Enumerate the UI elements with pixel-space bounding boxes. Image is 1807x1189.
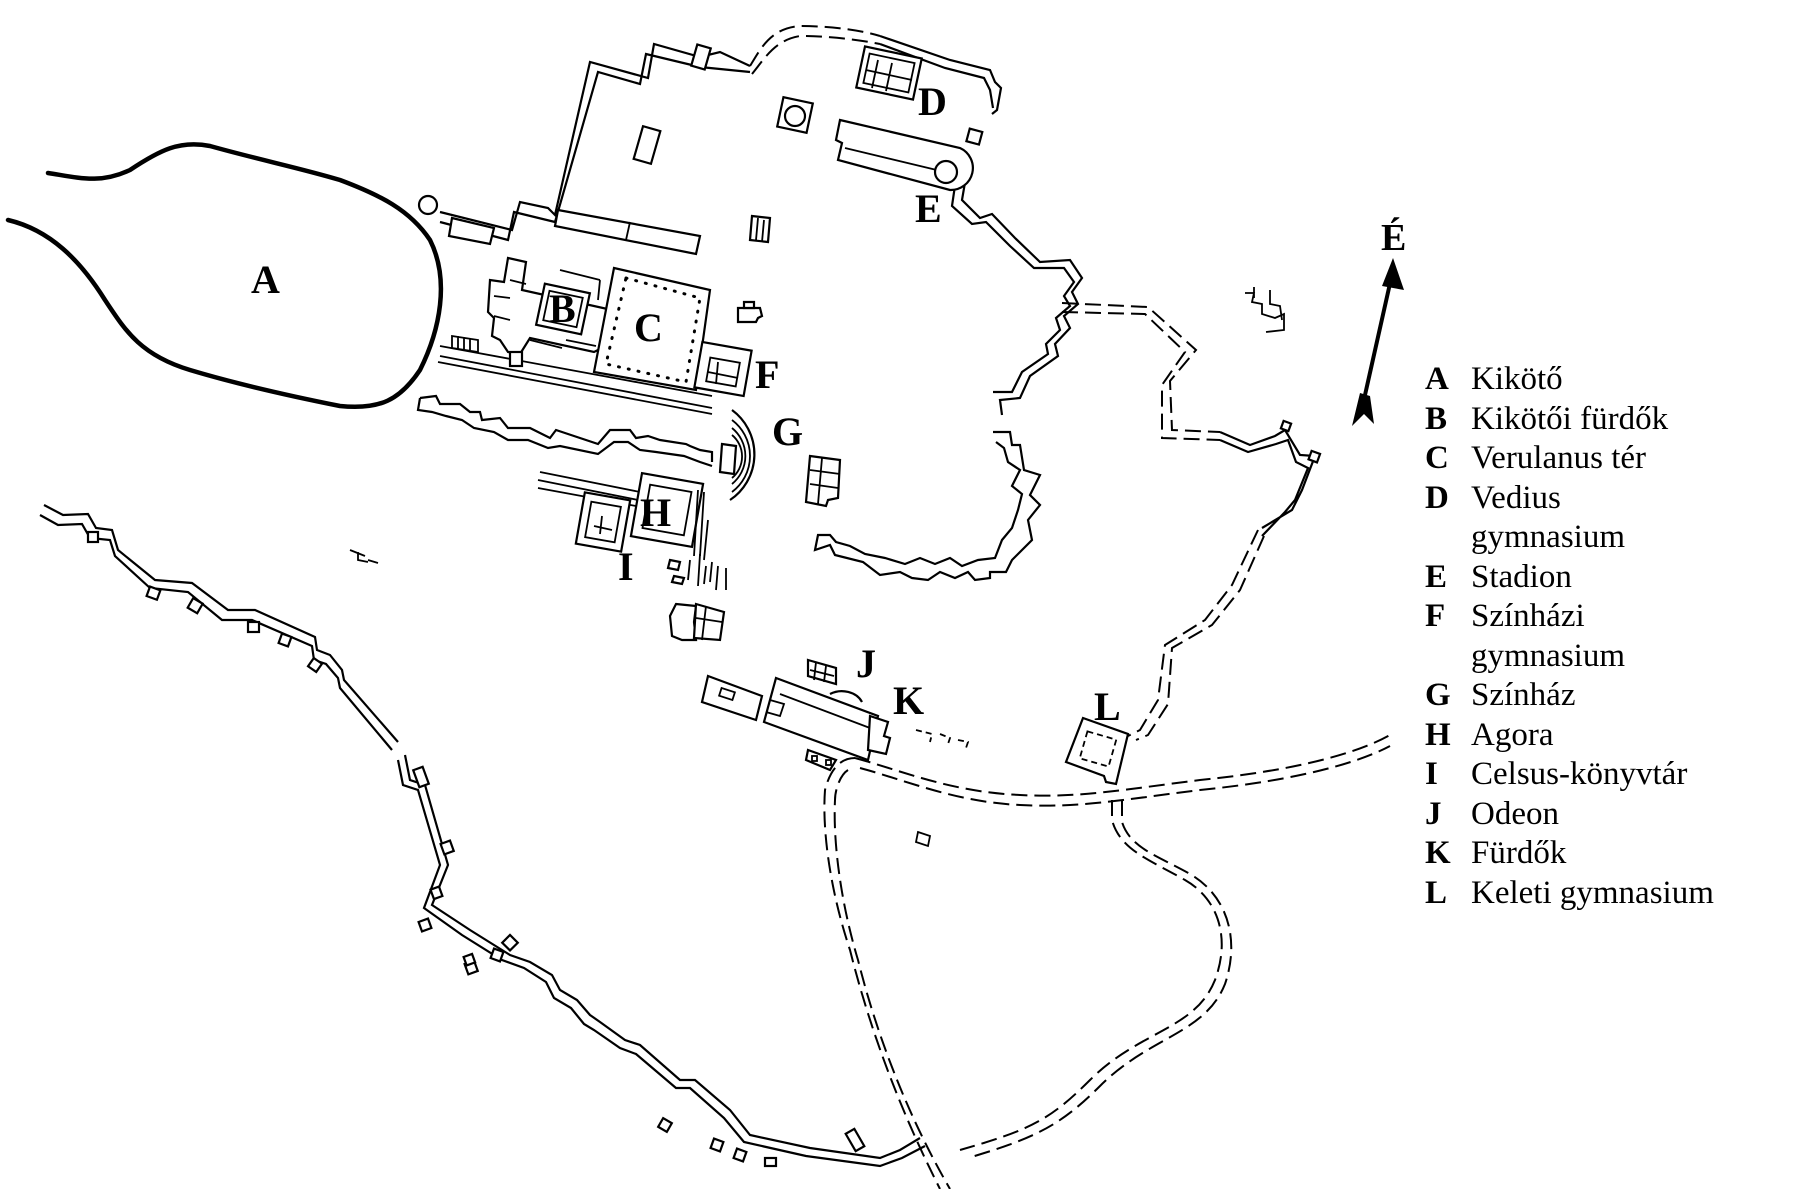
east-gymnasium (1064, 716, 1130, 786)
legend-key: L (1425, 874, 1448, 911)
north-wall (417, 24, 1084, 582)
label-k: K (893, 678, 924, 723)
legend-key: H (1425, 716, 1451, 753)
legend-key: F (1425, 598, 1446, 634)
legend-item-g: G Színház (1425, 676, 1714, 716)
north-arrow-icon: É (1352, 217, 1406, 426)
label-g: G (772, 409, 803, 454)
label-e: E (915, 186, 942, 231)
agora (629, 471, 705, 549)
stadion (834, 118, 974, 192)
legend-item-e: E Stadion (1425, 558, 1714, 598)
legend-item-d: D Vedius (1425, 479, 1714, 519)
legend-text: Keleti gymnasium (1471, 874, 1714, 911)
harbour (5, 142, 444, 410)
legend-key: A (1425, 361, 1449, 397)
legend-key: J (1425, 795, 1442, 832)
state-agora-district (700, 658, 932, 848)
harbour-district (416, 256, 753, 468)
legend-key: E (1425, 558, 1448, 595)
legend-key (1425, 637, 1471, 677)
legend-text: gymnasium (1471, 519, 1625, 555)
label-h: H (640, 490, 671, 535)
legend-item-l: L Keleti gymnasium (1425, 874, 1714, 914)
label-l: L (1094, 684, 1121, 729)
label-a: A (251, 257, 280, 302)
legend-text: Agora (1471, 716, 1554, 753)
legend-item-f: F Színházi (1425, 597, 1714, 637)
legend-key: B (1425, 400, 1448, 437)
label-f: F (755, 352, 779, 397)
legend-text: Verulanus tér (1471, 440, 1647, 476)
legend-text: Stadion (1471, 558, 1572, 595)
legend-item-j: J Odeon (1425, 795, 1714, 835)
compass-label: É (1381, 217, 1406, 259)
legend-text: Vedius (1471, 479, 1561, 516)
west-wall (39, 504, 926, 1168)
legend-item-b: B Kikötői fürdők (1425, 400, 1714, 440)
east-wall (1061, 287, 1322, 741)
label-j: J (856, 641, 876, 686)
legend-key: I (1425, 756, 1438, 792)
theatre-gymnasium (693, 340, 753, 398)
label-b: B (549, 286, 576, 331)
agora-district (537, 471, 727, 642)
legend-item-k: K Fürdők (1425, 834, 1714, 874)
legend-item-c: C Verulanus tér (1425, 439, 1714, 479)
legend-text: Színházi (1471, 598, 1585, 634)
celsus-library (574, 491, 632, 553)
legend-key: G (1425, 677, 1451, 713)
legend-key: D (1425, 479, 1449, 516)
odeon (829, 690, 863, 703)
legend-text: Kikötő (1471, 361, 1563, 397)
legend-text: Színház (1471, 677, 1576, 713)
roads (823, 729, 1391, 1189)
north-buildings (447, 45, 984, 324)
legend-item-h: H Agora (1425, 716, 1714, 756)
label-i: I (618, 544, 634, 589)
theatre (718, 409, 756, 501)
legend-item-f-cont: gymnasium (1425, 637, 1714, 677)
label-c: C (634, 305, 663, 350)
verulanus-square (592, 266, 712, 392)
legend-item-d-cont: gymnasium (1425, 518, 1714, 558)
legend-item-i: I Celsus-könyvtár (1425, 755, 1714, 795)
legend-key (1425, 518, 1471, 558)
legend-text: gymnasium (1471, 637, 1625, 674)
legend-text: Kikötői fürdők (1471, 400, 1669, 437)
site-labels: A B C D E F G H I J K L (251, 79, 1121, 729)
legend-key: K (1425, 835, 1451, 871)
legend-item-a: A Kikötő (1425, 360, 1714, 400)
label-d: D (918, 79, 947, 124)
legend-key: C (1425, 440, 1449, 476)
legend-text: Fürdők (1471, 835, 1567, 871)
harbour-baths (486, 256, 614, 356)
legend-text: Odeon (1471, 795, 1559, 832)
theatre-east-block (804, 454, 842, 508)
legend-text: Celsus-könyvtár (1471, 756, 1688, 792)
vedius-gymnasium (854, 45, 924, 101)
